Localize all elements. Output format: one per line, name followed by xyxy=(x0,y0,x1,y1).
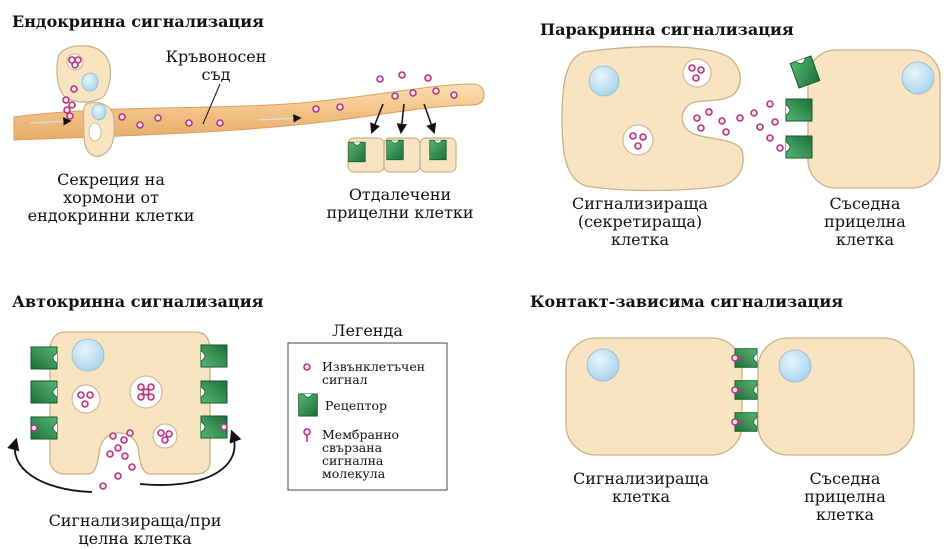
paracrine-target-line3: клетка xyxy=(810,231,920,249)
secretion-label-line2: хормони от xyxy=(0,189,222,207)
targets-label-line1: Отдалечени xyxy=(312,186,488,204)
contact-signaling-line1: Сигнализираща xyxy=(566,470,716,488)
vessel-label-line2: съд xyxy=(154,66,278,84)
contact-target-line2: прицелна xyxy=(790,488,900,506)
paracrine-target-line2: прицелна xyxy=(810,213,920,231)
legend-item-membrane-molecule: Мембранно свързана сигнална молекула xyxy=(322,428,399,480)
contact-signaling-line2: клетка xyxy=(566,488,716,506)
paracrine-signaling-line2: (секретираща) xyxy=(560,213,720,231)
paracrine-target-label: Съседна прицелна клетка xyxy=(810,195,920,249)
contact-panel xyxy=(566,338,914,455)
autocrine-label-line1: Сигнализираща/при xyxy=(20,512,250,530)
receptor-icon xyxy=(299,394,318,416)
paracrine-signaling-label: Сигнализираща (секретираща) клетка xyxy=(560,195,720,249)
autocrine-panel xyxy=(15,332,235,492)
targets-label-line2: прицелни клетки xyxy=(312,204,488,222)
endocrine-cell-1 xyxy=(57,46,111,102)
legend-item-signal: Извънклетъчен сигнал xyxy=(322,360,425,386)
extracellular-signal-icon xyxy=(304,364,310,370)
distant-targets-label: Отдалечени прицелни клетки xyxy=(312,186,488,222)
legend-mbm-line4: молекула xyxy=(322,467,399,480)
vessel-label-line1: Кръвоносен xyxy=(154,48,278,66)
contact-target-line1: Съседна xyxy=(790,470,900,488)
secretion-label: Секреция на хормони от ендокринни клетки xyxy=(0,171,222,225)
signaling-cell xyxy=(562,47,743,191)
autocrine-label-line2: целна клетка xyxy=(20,530,250,548)
contact-target-line3: клетка xyxy=(790,506,900,524)
vessel-label: Кръвоносен съд xyxy=(154,48,278,84)
legend-receptor-line1: Рецептор xyxy=(325,399,387,412)
secretion-label-line1: Секреция на xyxy=(0,171,222,189)
paracrine-signaling-line1: Сигнализираща xyxy=(560,195,720,213)
legend-item-receptor: Рецептор xyxy=(325,399,387,412)
legend-title: Легенда xyxy=(288,322,447,340)
paracrine-panel xyxy=(562,47,940,191)
contact-target-label: Съседна прицелна клетка xyxy=(790,470,900,524)
secretion-label-line3: ендокринни клетки xyxy=(0,207,222,225)
autocrine-cell-label: Сигнализираща/при целна клетка xyxy=(20,512,250,548)
legend-signal-line2: сигнал xyxy=(322,373,425,386)
paracrine-signaling-line3: клетка xyxy=(560,231,720,249)
paracrine-target-line1: Съседна xyxy=(810,195,920,213)
contact-target-cell xyxy=(758,338,914,455)
contact-signaling-label: Сигнализираща клетка xyxy=(566,470,716,506)
